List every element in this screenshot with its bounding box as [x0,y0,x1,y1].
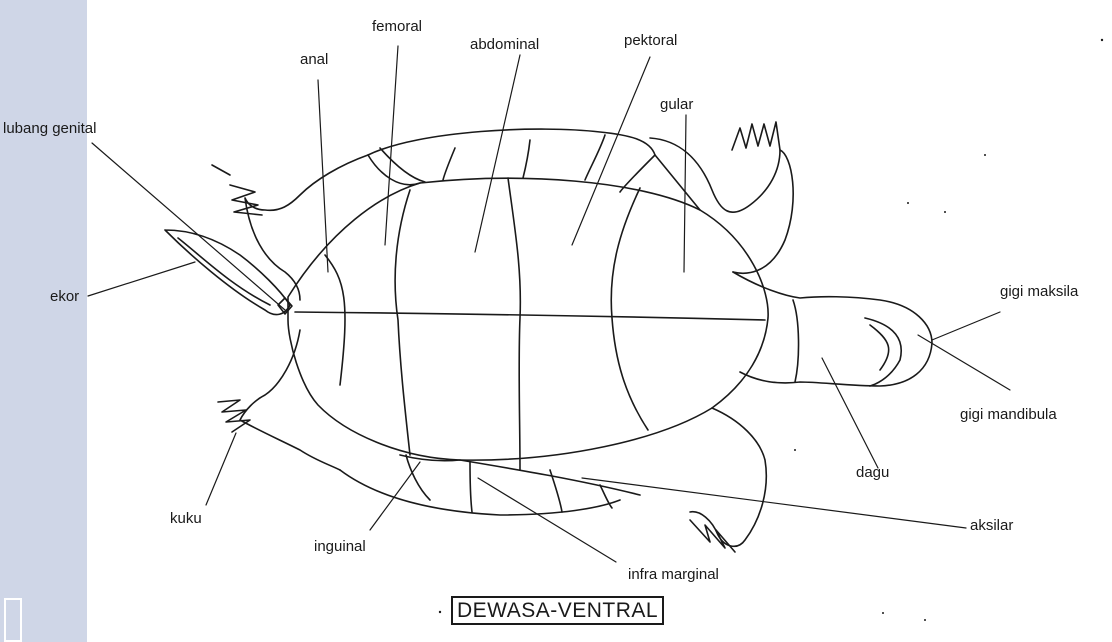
plastron-midline [295,312,765,320]
leader-dagu [822,358,878,468]
label-aksilar: aksilar [970,518,1013,533]
claw-upper-icon [732,122,780,150]
leader-gigi-mandibula [918,335,1010,390]
label-inguinal: inguinal [314,539,366,554]
label-abdominal: abdominal [470,37,539,52]
leader-aksilar [582,478,966,528]
label-dagu: dagu [856,465,889,480]
hind-flipper-lower [240,330,340,470]
label-femoral: femoral [372,19,422,34]
jaw-line [865,318,901,386]
plastron-outline [288,178,768,460]
leader-abdominal [475,55,520,252]
label-pektoral: pektoral [624,33,677,48]
leader-anal [318,80,328,272]
label-gigi-mandibula: gigi mandibula [960,407,1057,422]
label-lubang-genital: lubang genital [3,121,96,136]
leader-kuku [206,433,236,505]
leader-inguinal [370,462,420,530]
label-gular: gular [660,97,693,112]
label-gigi-maksila: gigi maksila [1000,284,1078,299]
upper-marginal [368,129,700,210]
leader-pektoral [572,57,650,245]
front-flipper-lower [690,408,766,546]
leader-infra-marginal [478,478,616,562]
lower-marginal [340,470,620,515]
hind-flipper-upper [245,155,368,300]
label-ekor: ekor [50,289,79,304]
front-flipper-upper [650,138,793,273]
label-infra-marginal: infra marginal [628,567,719,582]
label-anal: anal [300,52,328,67]
claw-hind-lower-icon [218,400,250,432]
leader-ekor [88,262,195,296]
diagram-title: DEWASA-VENTRAL [451,596,664,625]
label-kuku: kuku [170,511,202,526]
neck [733,272,932,386]
leader-gigi-maksila [932,312,1000,340]
